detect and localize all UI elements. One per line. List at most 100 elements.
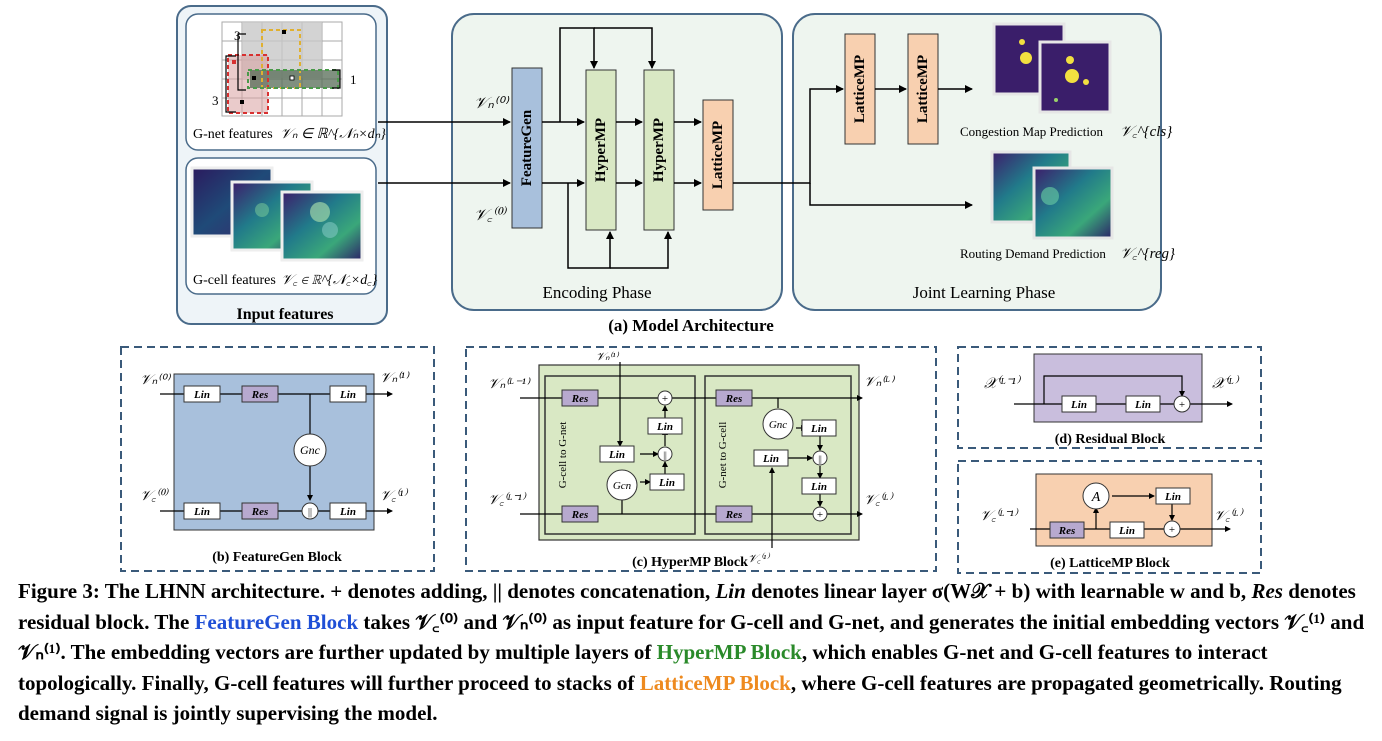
caption-res: Res <box>1251 579 1283 603</box>
caption-lin: Lin <box>715 579 746 603</box>
svg-text:𝒱ₙ⁽¹⁾: 𝒱ₙ⁽¹⁾ <box>596 351 620 363</box>
svg-text:Lin: Lin <box>810 423 827 435</box>
svg-text:Gcn: Gcn <box>613 480 632 492</box>
svg-text:𝒱ₙ⁽ᴸ⁻¹⁾: 𝒱ₙ⁽ᴸ⁻¹⁾ <box>488 377 531 392</box>
svg-text:𝒱ₙ⁽ᴸ⁾: 𝒱ₙ⁽ᴸ⁾ <box>864 375 895 390</box>
featuregen-block-panel: Lin Res Lin Lin Res Lin Gnc || 𝒱ₙ⁽⁰⁾ 𝒱꜀⁽… <box>120 346 435 572</box>
svg-text:𝒱꜀⁽ᴸ⁾: 𝒱꜀⁽ᴸ⁾ <box>864 491 894 508</box>
encoding-arrows <box>542 27 702 269</box>
caption-latticemp-link: LatticeMP Block <box>639 670 791 695</box>
svg-text:||: || <box>663 450 667 460</box>
svg-text:Lin: Lin <box>762 453 779 465</box>
residual-block-panel: + Lin Lin 𝒳⁽ᴸ⁻¹⁾ 𝒳⁽ᴸ⁾ (d) Residual Block <box>957 346 1262 449</box>
svg-text:Lin: Lin <box>656 421 673 433</box>
gcell-features-caption: G-cell features 𝒱꜀ ∈ ℝ^{𝒩꜀×d꜀} <box>193 273 378 288</box>
hypermp-block-panel: G-cell to G-net G-net to G-cell <box>465 346 937 572</box>
svg-text:Gnc: Gnc <box>769 419 787 431</box>
svg-text:𝒳⁽ᴸ⁾: 𝒳⁽ᴸ⁾ <box>1212 374 1240 392</box>
congestion-symbol: 𝒱꜀^{cls} <box>1120 124 1172 140</box>
svg-text:𝒱ₙ⁽⁰⁾: 𝒱ₙ⁽⁰⁾ <box>140 373 171 388</box>
panel-b-title: (b) FeatureGen Block <box>212 550 342 565</box>
grid-label-3b: 3 <box>212 93 219 108</box>
svg-text:Lin: Lin <box>658 477 675 489</box>
latticemp-box-j2: LatticeMP <box>907 33 939 145</box>
svg-text:+: + <box>662 393 668 405</box>
latticemp-enc-label: LatticeMP <box>710 121 726 189</box>
hypermp-box-1: HyperMP <box>585 69 617 231</box>
svg-text:Res: Res <box>1058 525 1076 537</box>
svg-text:𝒱꜀⁽ᴸ⁾: 𝒱꜀⁽ᴸ⁾ <box>1214 507 1244 524</box>
svg-text:𝒱꜀⁽⁰⁾: 𝒱꜀⁽⁰⁾ <box>140 487 169 504</box>
featuregen-box: FeatureGen <box>511 67 543 229</box>
svg-text:Res: Res <box>571 509 589 521</box>
vc0-label: 𝒱꜀⁽⁰⁾ <box>474 206 507 224</box>
svg-text:Lin: Lin <box>193 389 210 401</box>
svg-text:𝒱꜀⁽ᴸ⁻¹⁾: 𝒱꜀⁽ᴸ⁻¹⁾ <box>488 491 527 508</box>
svg-text:𝒱꜀⁽¹⁾: 𝒱꜀⁽¹⁾ <box>380 487 408 504</box>
svg-text:Res: Res <box>725 393 743 405</box>
svg-text:||: || <box>308 507 312 518</box>
grid-label-3a: 3 <box>234 28 241 43</box>
panel-e-title: (e) LatticeMP Block <box>1050 556 1170 571</box>
svg-text:+: + <box>1179 399 1185 411</box>
svg-text:Res: Res <box>571 393 589 405</box>
svg-text:𝒳⁽ᴸ⁻¹⁾: 𝒳⁽ᴸ⁻¹⁾ <box>984 374 1022 392</box>
hypermp1-label: HyperMP <box>593 118 609 182</box>
latticemp-j2-label: LatticeMP <box>915 55 931 123</box>
routing-maps <box>990 150 1114 240</box>
latticemp-block-panel: + Res Lin Lin A 𝒱꜀⁽ᴸ⁻¹⁾ 𝒱꜀⁽ᴸ⁾ (e) Lattic… <box>957 460 1262 574</box>
gnet-features-caption: G-net features 𝒱ₙ ∈ ℝ^{𝒩ₙ×dₙ} <box>193 127 386 142</box>
hypermp-box-2: HyperMP <box>643 69 675 231</box>
svg-text:𝒱꜀⁽ᴸ⁻¹⁾: 𝒱꜀⁽ᴸ⁻¹⁾ <box>980 507 1019 524</box>
svg-text:A: A <box>1091 490 1101 505</box>
svg-text:+: + <box>817 509 823 521</box>
latticemp-j1-label: LatticeMP <box>852 55 868 123</box>
svg-text:Lin: Lin <box>608 449 625 461</box>
caption-part: denotes linear layer σ(W𝒳 + b) with lear… <box>745 579 1252 603</box>
svg-text:Res: Res <box>251 506 269 518</box>
caption-featuregen-link: FeatureGen Block <box>194 609 359 634</box>
svg-text:𝒱꜀⁽¹⁾: 𝒱꜀⁽¹⁾ <box>748 552 770 565</box>
svg-text:Lin: Lin <box>339 389 356 401</box>
caption-part: takes 𝒱꜀⁽⁰⁾ and 𝒱ₙ⁽⁰⁾ as input feature f… <box>18 609 1365 665</box>
figure-caption: Figure 3: The LHNN architecture. + denot… <box>18 576 1370 729</box>
svg-text:Lin: Lin <box>339 506 356 518</box>
latticemp-box-enc: LatticeMP <box>702 99 734 211</box>
gnet-grid: 3 3 1 <box>212 21 357 117</box>
featuregen-label: FeatureGen <box>519 109 535 186</box>
svg-text:Lin: Lin <box>1070 399 1087 411</box>
svg-text:G-net to G-cell: G-net to G-cell <box>717 422 729 489</box>
svg-text:Lin: Lin <box>1164 491 1181 503</box>
caption-hypermp-link: HyperMP Block <box>656 640 802 664</box>
congestion-label: Congestion Map Prediction <box>960 124 1103 139</box>
caption-part: , where G-cell features are propagated g… <box>18 670 1342 726</box>
encoding-phase-title: Encoding Phase <box>542 283 651 302</box>
svg-text:𝒱ₙ⁽¹⁾: 𝒱ₙ⁽¹⁾ <box>380 371 410 386</box>
svg-text:Lin: Lin <box>1118 525 1135 537</box>
panel-d-title: (d) Residual Block <box>1055 432 1166 447</box>
svg-text:Gnc: Gnc <box>300 443 321 457</box>
svg-text:Res: Res <box>251 389 269 401</box>
svg-text:Lin: Lin <box>810 481 827 493</box>
congestion-maps <box>992 22 1112 114</box>
svg-text:Lin: Lin <box>1134 399 1151 411</box>
svg-text:Res: Res <box>725 509 743 521</box>
vn0-label: 𝒱ₙ⁽⁰⁾ <box>474 95 510 112</box>
hypermp2-label: HyperMP <box>651 118 667 182</box>
svg-text:+: + <box>1169 524 1175 536</box>
panel-a-title: (a) Model Architecture <box>608 316 774 335</box>
svg-text:Lin: Lin <box>193 506 210 518</box>
joint-arrows <box>733 85 973 209</box>
latticemp-box-j1: LatticeMP <box>844 33 876 145</box>
caption-part: , which enables G-net and G-cell feature… <box>18 640 1268 695</box>
svg-text:||: || <box>818 454 822 464</box>
caption-part: denotes residual block. The <box>18 579 1356 634</box>
caption-part: Figure 3: The LHNN architecture. + denot… <box>18 579 716 603</box>
architecture-figure: Input features 3 3 1 G-net features 𝒱ₙ ∈… <box>120 5 1262 574</box>
grid-label-1: 1 <box>350 72 357 87</box>
svg-text:G-cell to G-net: G-cell to G-net <box>557 422 569 489</box>
input-features-title: Input features <box>236 306 333 323</box>
joint-learning-title: Joint Learning Phase <box>913 283 1056 302</box>
routing-label: Routing Demand Prediction <box>960 246 1106 261</box>
routing-symbol: 𝒱꜀^{reg} <box>1120 246 1175 262</box>
